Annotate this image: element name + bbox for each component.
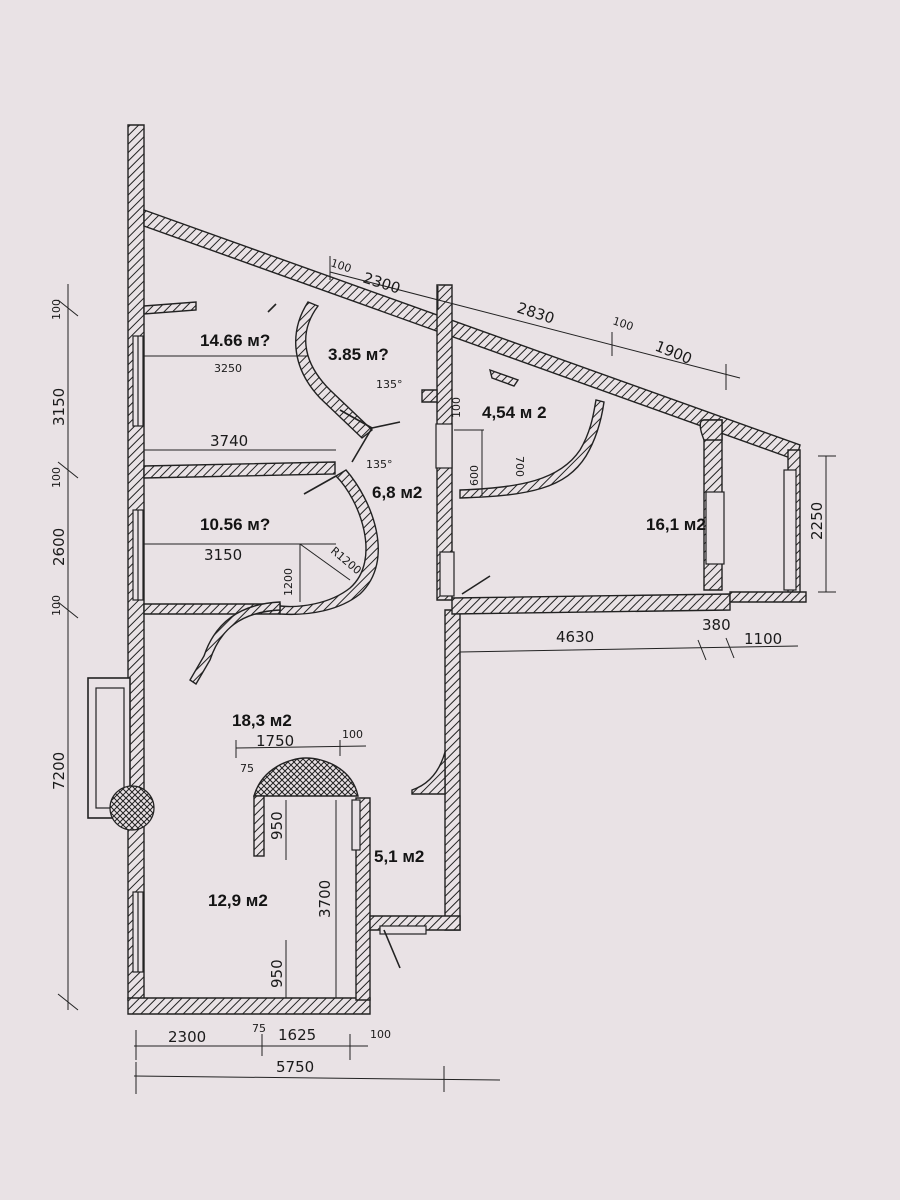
window-r6 xyxy=(705,491,725,565)
dim-left-100a: 100 xyxy=(50,299,63,320)
room-r2-area: 3.85 м? xyxy=(328,345,389,364)
dim-kitchen-75: 75 xyxy=(240,762,254,775)
curve-balcony xyxy=(699,419,723,441)
dim-bottom-1100: 1100 xyxy=(744,630,782,648)
dim-left-7200: 7200 xyxy=(50,752,68,790)
dimension-labels: 100 2300 2830 100 1900 3250 3740 3150 12… xyxy=(50,256,826,1076)
dim-left-2600: 2600 xyxy=(50,528,68,566)
door-r3 xyxy=(435,423,453,469)
dim-base-100: 100 xyxy=(370,1028,391,1041)
dim-kitchen-100: 100 xyxy=(342,728,363,741)
room-r9-area: 12,9 м2 xyxy=(208,891,268,910)
dim-kitchen-1750: 1750 xyxy=(256,732,294,750)
bay-window xyxy=(87,677,131,819)
dim-bath-3700: 3700 xyxy=(316,880,334,918)
dim-bottom-380: 380 xyxy=(702,616,731,634)
door-hall xyxy=(439,551,455,597)
dim-r5-radius: R1200 xyxy=(328,544,364,577)
dim-angle-top: 135° xyxy=(376,378,403,391)
curve-hall xyxy=(411,751,446,795)
dim-top-1900: 1900 xyxy=(653,337,695,368)
dim-base-75: 75 xyxy=(252,1022,266,1035)
dim-r5-width: 3150 xyxy=(204,546,242,564)
dim-bath-950a: 950 xyxy=(268,811,286,840)
dim-bottom-4630: 4630 xyxy=(556,628,594,646)
room-r4-area: 6,8 м2 xyxy=(372,483,422,502)
dim-r3-600: 600 xyxy=(468,465,481,486)
dim-left-3150: 3150 xyxy=(50,388,68,426)
dim-r1-width: 3250 xyxy=(214,362,242,375)
dim-corridor: 3740 xyxy=(210,432,248,450)
wall-partition-stub xyxy=(143,301,197,315)
dim-r5-1200: 1200 xyxy=(282,568,295,596)
bath-block xyxy=(253,757,359,857)
dim-left-100b: 100 xyxy=(50,467,63,488)
dim-r3-100: 100 xyxy=(450,397,463,418)
dim-right-2250: 2250 xyxy=(808,502,826,540)
dim-top-100b: 100 xyxy=(611,314,635,333)
curve-r4 xyxy=(459,399,605,499)
door-r8 xyxy=(351,799,361,851)
room-r5-area: 10.56 м? xyxy=(200,515,270,534)
wall-r2-right xyxy=(421,389,438,403)
wall-room6-bottom xyxy=(451,593,731,615)
curve-r5 xyxy=(279,469,379,616)
dim-base-total: 5750 xyxy=(276,1058,314,1076)
dim-base-1625: 1625 xyxy=(278,1026,316,1044)
room-r7-area: 18,3 м2 xyxy=(232,711,292,730)
wall-bottom xyxy=(127,997,371,1015)
dim-top-100: 100 xyxy=(329,256,353,275)
windows xyxy=(87,335,797,973)
window-balcony xyxy=(783,469,797,591)
curve-r3-top xyxy=(489,368,520,387)
walls xyxy=(127,124,807,1015)
room-r3-area: 4,54 м 2 xyxy=(482,403,547,422)
dim-r3-700: 700 xyxy=(513,456,526,477)
door-swings xyxy=(267,303,491,969)
room-labels: 14.66 м? 3.85 м? 4,54 м 2 6,8 м2 10.56 м… xyxy=(200,331,706,910)
bath-arch xyxy=(253,757,359,797)
dimension-lines xyxy=(57,256,836,1094)
room-r8-area: 5,1 м2 xyxy=(374,847,424,866)
dim-left-100c: 100 xyxy=(50,595,63,616)
dim-top-2830: 2830 xyxy=(515,299,557,328)
dim-base-2300: 2300 xyxy=(168,1028,206,1046)
dim-angle-bottom: 135° xyxy=(366,458,393,471)
dim-bath-950b: 950 xyxy=(268,959,286,988)
room-r1-area: 14.66 м? xyxy=(200,331,270,350)
wall-r1-bottom xyxy=(143,461,336,479)
door-bottom xyxy=(379,925,427,935)
room-r6-area: 16,1 м2 xyxy=(646,515,706,534)
bay-window-column xyxy=(109,785,155,831)
wall-center-lower xyxy=(444,609,461,931)
curve-r5-lower xyxy=(189,601,281,685)
bath-left xyxy=(253,795,265,857)
curve-r2 xyxy=(295,301,374,439)
wall-balcony-bottom xyxy=(729,591,807,603)
